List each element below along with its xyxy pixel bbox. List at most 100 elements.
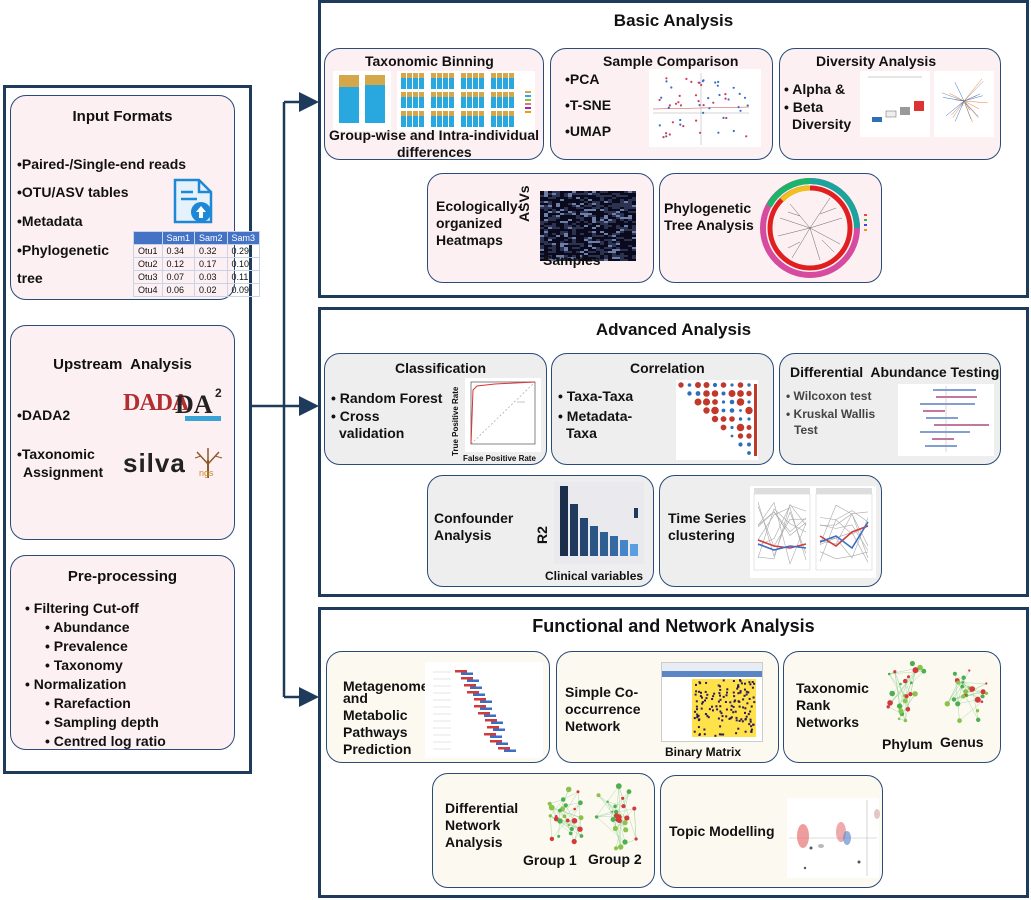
diffnet-line-3: Analysis	[445, 834, 503, 850]
rank-line-3: Networks	[796, 714, 860, 730]
metagenome-line-2: and	[343, 690, 368, 706]
basic-analysis-title: Basic Analysis	[613, 11, 734, 30]
confounder-bars	[554, 482, 644, 564]
table-cell: 0.17	[194, 257, 228, 271]
table-cell: Sam3	[226, 231, 261, 245]
classification-card: Classification • Random Forest • Cross v…	[324, 353, 547, 465]
cooccur-line-3: Network	[565, 718, 621, 734]
advanced-analysis-title: Advanced Analysis	[595, 320, 752, 339]
genus-network	[934, 664, 994, 734]
phylum-network	[876, 658, 936, 734]
table-cell: 0.32	[194, 244, 228, 258]
timeseries-plot	[750, 486, 876, 578]
dada-logo-text: DADA	[123, 390, 189, 416]
alpha-boxplot	[860, 71, 930, 137]
upstream-card: Upstream Analysis •DADA2 •Taxonomic Assi…	[10, 325, 235, 540]
pp-normalization: • Normalization	[25, 676, 127, 692]
differential-test: Test	[794, 423, 818, 437]
confounder-ylabel: R2	[534, 526, 550, 544]
input-item-phylogenetic: •Phylogenetic	[17, 242, 110, 258]
differential-title: Differential Abundance Testing	[790, 364, 1000, 380]
rank-line-2: Rank	[796, 697, 831, 713]
circular-tree	[760, 174, 878, 282]
table-cell: 0.07	[161, 270, 196, 284]
correlation-title: Correlation	[630, 360, 705, 376]
table-cell: 0.34	[161, 244, 196, 258]
cooccurrence-card: Simple Co- occurrence Network Binary Mat…	[556, 651, 779, 763]
input-formats-title: Input Formats	[72, 108, 173, 125]
correlation-taxa-2: Taxa	[566, 425, 597, 441]
table-cell: 0.06	[161, 283, 196, 297]
table-cell: 0.03	[194, 270, 228, 284]
preprocessing-title: Pre-processing	[67, 568, 178, 585]
pp-filtering: • Filtering Cut-off	[25, 600, 139, 616]
metagenome-line-3: Metabolic	[343, 707, 408, 723]
classification-rf: • Random Forest	[331, 390, 443, 406]
rank-genus: Genus	[940, 734, 984, 750]
pp-clr: • Centred log ratio	[45, 733, 166, 749]
diffnet-group2: Group 2	[588, 851, 642, 867]
differential-card: Differential Abundance Testing • Wilcoxo…	[779, 353, 1001, 465]
input-item-tree: tree	[17, 270, 43, 286]
classification-validation: validation	[339, 425, 405, 441]
correlation-matrix	[676, 380, 758, 460]
group1-network	[533, 782, 593, 854]
metagenome-line-1: Metagenome	[343, 678, 429, 694]
diffnet-group1: Group 1	[523, 852, 577, 868]
group2-network	[587, 782, 649, 854]
pathway-bars	[425, 662, 543, 758]
pp-rarefaction: • Rarefaction	[45, 695, 131, 711]
correlation-taxa: • Taxa-Taxa	[558, 388, 634, 404]
confounder-line-1: Confounder	[434, 510, 514, 526]
table-cell: Otu4	[133, 283, 163, 297]
dada2-logo: DADA DA 2	[123, 386, 222, 421]
confounder-xlabel: Clinical variables	[545, 569, 644, 583]
rank-phylum: Phylum	[882, 736, 933, 752]
binning-stacked-bars	[333, 71, 391, 131]
correlation-card: Correlation • Taxa-Taxa • Metadata- Taxa	[551, 353, 774, 465]
diversity-card: Diversity Analysis • Alpha & • Beta Dive…	[779, 48, 1001, 160]
document-icon	[171, 178, 217, 231]
roc-xlabel: False Positive Rate	[463, 454, 536, 463]
classification-title: Classification	[395, 360, 487, 376]
beta-pcoa	[934, 71, 994, 137]
asv-heatmap	[540, 191, 636, 261]
input-item-otu: •OTU/ASV tables	[17, 184, 129, 200]
upstream-assignment: Assignment	[23, 464, 104, 480]
differential-forest-plot	[898, 384, 994, 456]
input-item-reads: •Paired-/Single-end reads	[17, 156, 187, 172]
confounder-line-2: Analysis	[434, 527, 492, 543]
sample-comparison-card: Sample Comparison •PCA •T-SNE •UMAP	[550, 48, 773, 160]
silva-logo: silva ngs	[123, 446, 233, 486]
pp-taxonomy: • Taxonomy	[45, 657, 123, 673]
diversity-alpha: • Alpha &	[784, 81, 846, 97]
heatmap-line-1: Ecologically-	[436, 198, 523, 214]
phylo-card: Phylogenetic Tree Analysis	[659, 173, 882, 283]
input-item-metadata: •Metadata	[17, 213, 83, 229]
table-cell: Sam1	[161, 231, 196, 245]
rank-line-1: Taxonomic	[796, 680, 869, 696]
differential-wilcoxon: • Wilcoxon test	[786, 389, 872, 403]
table-cell: 0.09	[226, 283, 261, 297]
functional-title: Functional and Network Analysis	[532, 616, 815, 636]
binary-matrix	[661, 662, 763, 742]
pp-prevalence: • Prevalence	[45, 638, 128, 654]
cooccur-line-1: Simple Co-	[565, 684, 639, 700]
phylo-line-1: Phylogenetic	[664, 200, 752, 216]
timeseries-line-1: Time Series	[668, 510, 747, 526]
heatmap-ylabel: ASVs	[516, 185, 532, 222]
metagenome-line-4: Pathways	[343, 724, 408, 740]
rank-networks-card: Taxonomic Rank Networks Phylum Genus	[783, 651, 1001, 763]
comparison-title: Sample Comparison	[603, 53, 739, 69]
upstream-title: Upstream Analysis	[53, 356, 192, 373]
diffnet-line-2: Network	[445, 817, 501, 833]
heatmap-line-2: organized	[436, 215, 503, 231]
correlation-metadata: • Metadata-	[558, 408, 633, 424]
roc-ylabel: True Positive Rate	[451, 386, 460, 456]
